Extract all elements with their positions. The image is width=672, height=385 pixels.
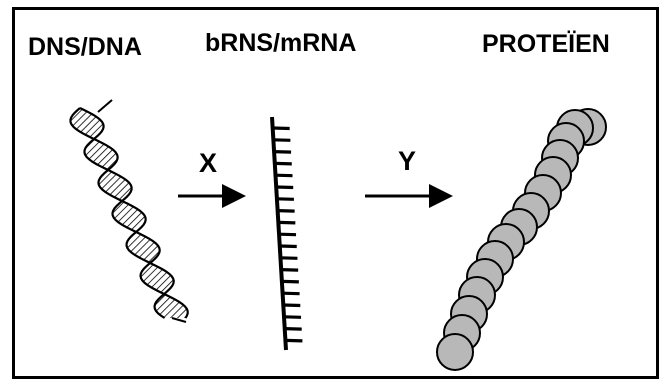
dna-hatched-fill xyxy=(70,108,187,318)
mrna-strand-icon xyxy=(272,117,302,350)
dna-double-helix-icon xyxy=(70,100,187,322)
mrna-base xyxy=(285,329,302,330)
mrna-base xyxy=(275,163,292,164)
mrna-base xyxy=(282,281,299,282)
mrna-base xyxy=(281,270,298,271)
mrna-base xyxy=(274,152,291,153)
dna-tail xyxy=(98,100,112,112)
mrna-base xyxy=(273,128,290,129)
mrna-base xyxy=(283,293,300,294)
mrna-base xyxy=(285,340,302,341)
mrna-base xyxy=(277,199,294,200)
mrna-base xyxy=(280,246,297,247)
dna-tail xyxy=(172,318,186,322)
mrna-base xyxy=(278,211,295,212)
mrna-base xyxy=(276,187,293,188)
mrna-base xyxy=(284,317,301,318)
mrna-base xyxy=(280,258,297,259)
mrna-base xyxy=(283,305,300,306)
mrna-base xyxy=(279,234,296,235)
mrna-base xyxy=(278,222,295,223)
mrna-base xyxy=(273,140,290,141)
protein-bead xyxy=(437,334,473,370)
mrna-base xyxy=(275,175,292,176)
protein-bead-chain-icon xyxy=(437,109,606,370)
